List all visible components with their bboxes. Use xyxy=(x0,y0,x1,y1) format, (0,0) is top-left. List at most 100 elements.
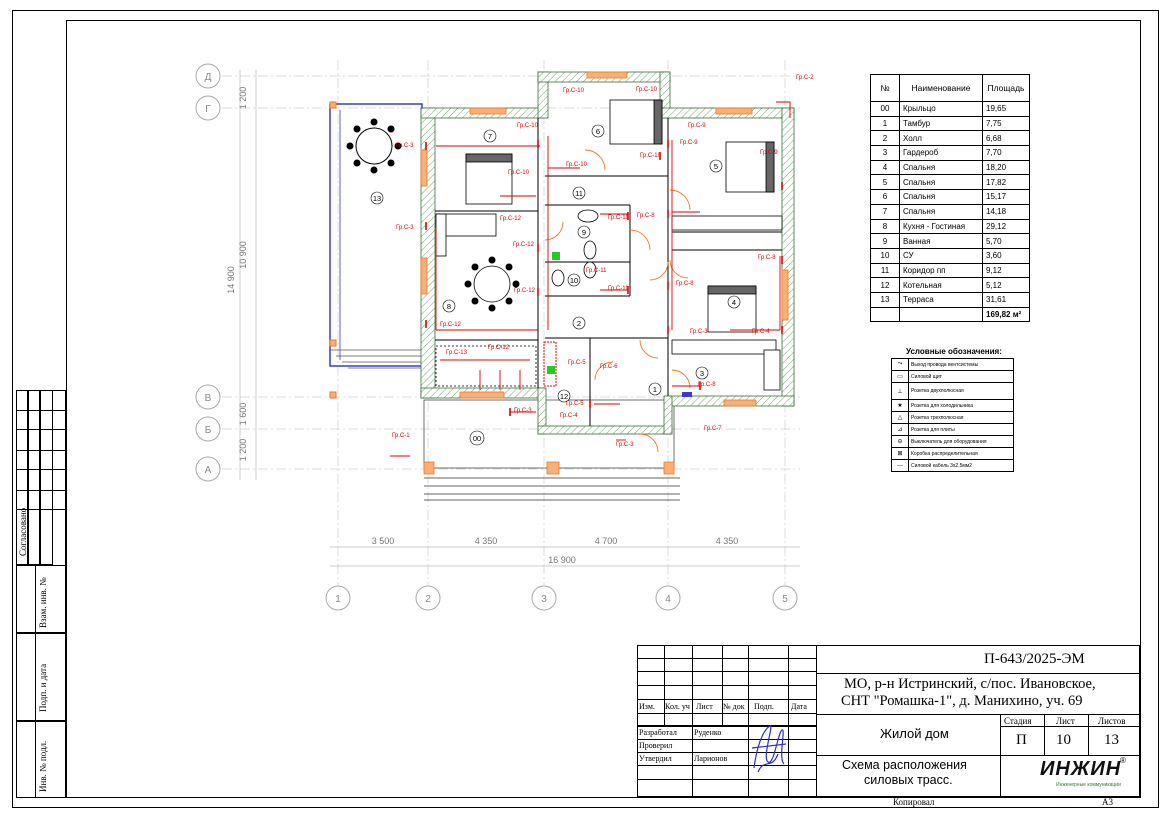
room-name-cell: Спальня xyxy=(899,174,983,191)
interior-walls xyxy=(435,118,782,426)
doors xyxy=(544,149,691,453)
circuit-label: Гр.С-3 xyxy=(514,408,532,414)
room-num-cell: 7 xyxy=(870,203,900,220)
grid-col-label: 3 xyxy=(541,594,547,605)
document-code: П-643/2025-ЭМ xyxy=(984,651,1085,667)
address-line-1: МО, р-н Истринский, с/пос. Ивановское, xyxy=(844,676,1096,692)
circuit-label: Гр.С-8 xyxy=(698,382,716,388)
empty-cell xyxy=(899,306,983,323)
legend-row: —Силовой кабель 3х2,5мм2 xyxy=(892,460,1013,471)
socket-double-icon: ⊥ xyxy=(892,383,909,399)
col-header-kol: Кол. уч xyxy=(665,702,690,711)
col-header-list: Лист xyxy=(696,702,713,711)
col-header-date: Дата xyxy=(791,702,807,711)
circuit-label: Гр.С-9 xyxy=(680,140,698,146)
grid-row-label: Б xyxy=(205,425,212,436)
grid-col-label: 4 xyxy=(665,594,671,605)
legend-text: Выход провода вентсистемы xyxy=(911,361,979,368)
sheet-label: Лист xyxy=(1056,716,1075,726)
circuit-label: Гр.С-6 xyxy=(600,364,618,370)
name-developer: Руденко xyxy=(694,728,722,737)
room-num-cell: 1 xyxy=(870,115,900,132)
legend: ⤳Выход провода вентсистемы ▭Силовой щит … xyxy=(891,358,1014,472)
switch-icon: ⊖ xyxy=(892,436,909,447)
dimension-lines xyxy=(239,70,800,567)
room-area-cell: 17,82 xyxy=(982,174,1030,191)
circuit-label: Гр.С-10 xyxy=(517,123,539,129)
sheet-value: 10 xyxy=(1056,732,1071,748)
legend-row: ⊥Розетка двухполюсная xyxy=(892,383,1013,400)
room-area-cell: 6,68 xyxy=(982,130,1030,147)
circuit-label: Гр.С-12 xyxy=(514,288,536,294)
furniture xyxy=(435,99,783,391)
empty-cell xyxy=(870,306,900,323)
socket-ticks xyxy=(425,140,783,416)
grid-col-label: 1 xyxy=(335,594,341,605)
room-num-cell: 11 xyxy=(870,262,900,279)
room-num-cell: 9 xyxy=(870,233,900,249)
room-number: 3 xyxy=(700,369,704,378)
circuit-label: Гр.С-5 xyxy=(566,401,584,407)
room-number: 11 xyxy=(575,189,583,198)
circuit-label: Гр.С-8 xyxy=(637,213,655,219)
object-name: Жилой дом xyxy=(880,726,949,741)
grid-row-bubbles: Д Г В Б А xyxy=(195,63,221,482)
legend-row: ★Розетка для холодильника xyxy=(892,400,1013,412)
room-num-cell: 3 xyxy=(870,145,900,161)
room-numbers: 13 7 6 5 11 9 10 8 2 4 3 12 1 0 xyxy=(370,124,741,446)
col-header-podp: Подп. xyxy=(754,702,774,711)
room-area-cell: 5,12 xyxy=(982,277,1030,293)
circuit-label: Гр.С-12 xyxy=(500,216,522,222)
sheet-title-line-1: Схема расположения xyxy=(842,758,967,772)
room-number: 7 xyxy=(488,132,492,141)
grid-col-bubbles: 1 2 3 4 5 xyxy=(325,585,798,611)
room-number: 9 xyxy=(582,228,586,237)
role-developer: Разработал xyxy=(639,728,677,737)
circuit-label: Гр.С-8 xyxy=(676,281,694,287)
address-line-2: СНТ "Ромашка-1", д. Манихино, уч. 69 xyxy=(841,693,1083,709)
circuit-label: Гр.С-4 xyxy=(560,413,578,419)
legend-text: Силовой кабель 3х2,5мм2 xyxy=(911,462,973,469)
room-area-cell: 3,60 xyxy=(982,247,1030,264)
room-number: 5 xyxy=(714,162,718,171)
col-header-name: Наименование xyxy=(899,74,983,102)
room-number: 6 xyxy=(596,127,600,136)
circuit-label: Гр.С-11 xyxy=(586,268,607,274)
junction-box-icon: ⊠ xyxy=(892,448,909,459)
legend-row: ⊠Коробка распределительная xyxy=(892,448,1013,460)
format-label: A3 xyxy=(1102,797,1113,807)
circuit-label: Гр.С-9 xyxy=(688,123,706,129)
room-name-cell: Спальня xyxy=(899,203,983,220)
circuit-label: Гр.С-10 xyxy=(636,87,658,93)
room-name-cell: Гардероб xyxy=(899,145,983,161)
title-block: Изм. Кол. уч Лист № док Подп. Дата Разра… xyxy=(637,645,1140,798)
room-name-cell: Коридор пп xyxy=(899,262,983,279)
stage-label: Стадия xyxy=(1004,716,1032,726)
col-header-doc: № док xyxy=(723,702,745,711)
grid-row-label: В xyxy=(205,393,212,404)
copied-label: Копировал xyxy=(893,797,935,807)
circuit-label: Гр.С-9 xyxy=(760,150,778,156)
socket-triple-icon: △ xyxy=(892,412,909,423)
room-number: 13 xyxy=(373,194,381,203)
legend-text: Коробка распределительная xyxy=(911,450,978,457)
room-area-cell: 7,70 xyxy=(982,145,1030,161)
room-num-cell: 5 xyxy=(870,174,900,191)
total-area-cell: 169,82 м² xyxy=(982,306,1030,323)
room-area-cell: 5,70 xyxy=(982,233,1030,249)
room-area-cell: 29,12 xyxy=(982,218,1030,235)
room-name-cell: Спальня xyxy=(899,159,983,176)
room-area-cell: 31,61 xyxy=(982,291,1030,308)
sheets-value: 13 xyxy=(1104,732,1119,748)
legend-row: ⊿Розетка для плиты xyxy=(892,424,1013,436)
